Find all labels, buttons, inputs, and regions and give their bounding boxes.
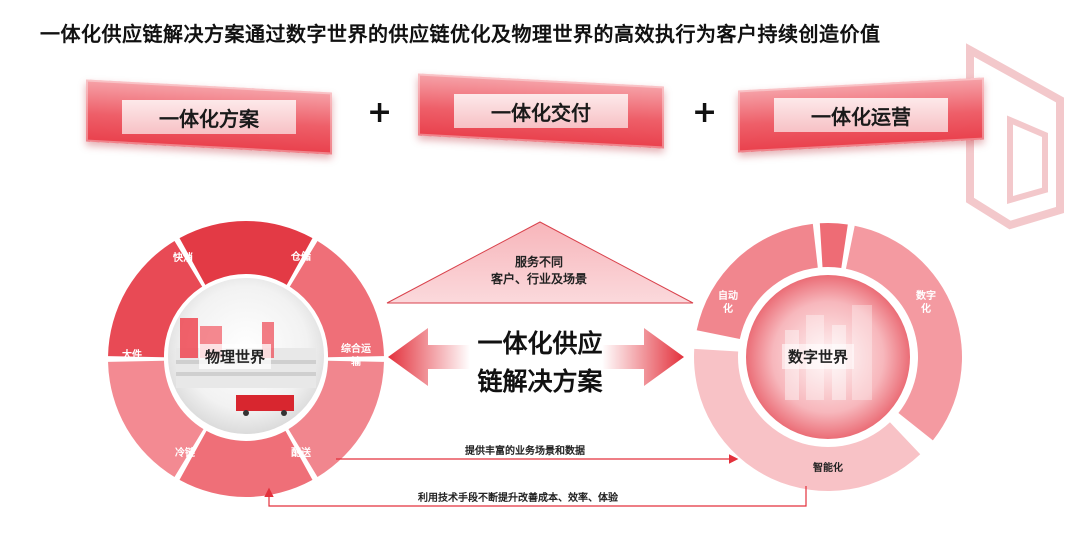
segment-label-fmcg: 快消 <box>173 253 193 264</box>
physical-ring-segment <box>288 240 384 358</box>
flow-arrow-bottom <box>264 486 807 507</box>
digital-ring-segment <box>694 348 921 491</box>
right-arrow-icon <box>602 328 684 386</box>
left-arrow-icon <box>388 328 470 386</box>
plus-icon: + <box>692 95 718 130</box>
digital-ring-segment <box>845 225 962 441</box>
digital-world-label: 数字世界 <box>782 344 855 369</box>
physical-ring-segment <box>108 240 204 358</box>
triangle-line-2: 客户、行业及场景 <box>490 272 587 286</box>
center-title-line-1: 一体化供应 <box>477 329 603 358</box>
physical-ring-segment <box>179 220 313 288</box>
flow-label-bottom: 利用技术手段不断提升改善成本、效率、体验 <box>418 493 618 504</box>
center-title: 一体化供应 链解决方案 <box>445 325 635 401</box>
segment-label-delivery: 配送 <box>291 448 311 459</box>
segment-label-transport: 综合运输 <box>341 344 371 368</box>
decorative-outline-icon <box>966 43 1064 230</box>
segment-label-warehousing: 仓储 <box>291 252 311 263</box>
service-triangle <box>386 221 694 304</box>
digital-ring-segment <box>696 223 818 340</box>
segment-label-digitalization: 数字化 <box>916 291 936 315</box>
page-title: 一体化供应链解决方案通过数字世界的供应链优化及物理世界的高效执行为客户持续创造价… <box>40 22 881 46</box>
physical-ring-segment <box>288 360 384 478</box>
physical-world-label: 物理世界 <box>199 344 272 369</box>
center-title-line-2: 链解决方案 <box>477 367 603 396</box>
digital-ring-segment <box>819 223 848 268</box>
plus-icon: + <box>367 95 393 130</box>
flow-label-top: 提供丰富的业务场景和数据 <box>465 446 585 457</box>
segment-label-automation: 自动化 <box>718 291 738 315</box>
segment-label-bulky: 大件 <box>122 350 142 361</box>
segment-label-coldchain: 冷链 <box>175 448 195 459</box>
segment-label-intelligence: 智能化 <box>813 463 843 474</box>
physical-ring-segment <box>179 430 313 498</box>
triangle-line-1: 服务不同 <box>514 255 563 269</box>
physical-ring-segment <box>108 360 204 478</box>
